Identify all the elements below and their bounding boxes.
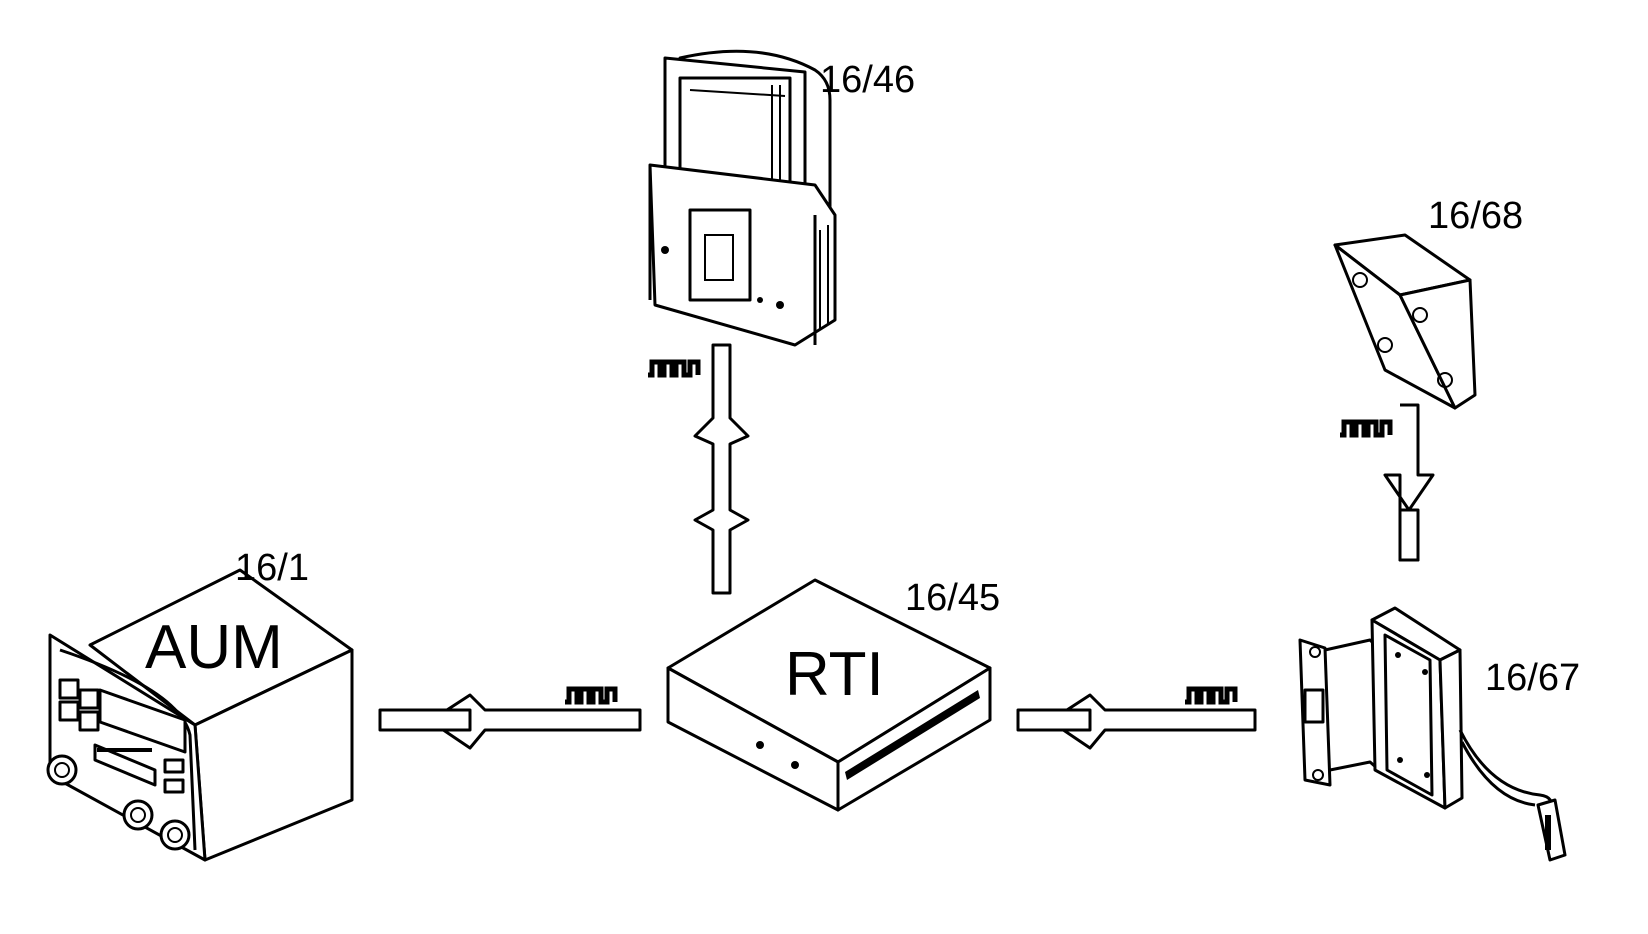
rti-ref-label: 16/45: [905, 577, 1000, 619]
square-wave-signal-icon: [565, 686, 618, 705]
sensor-unit: [1333, 233, 1477, 410]
sensor-ref-label: 16/68: [1428, 195, 1523, 237]
rti-unit: [666, 578, 992, 812]
display-ref-label: 16/46: [820, 59, 915, 101]
square-wave-signal-icon: [1185, 686, 1238, 705]
square-wave-signal-icon: [1340, 419, 1393, 438]
rti-aum-arrow: [428, 693, 642, 750]
display-rti-arrow: [693, 343, 750, 595]
aum-name-label: AUM: [145, 613, 283, 682]
gyro-rti-arrow: [1048, 693, 1257, 750]
rti-name-label: RTI: [785, 640, 884, 709]
square-wave-signal-icon: [648, 359, 701, 378]
aum-unit: [46, 568, 354, 862]
aum-ref-label: 16/1: [235, 547, 309, 589]
gyro-unit: [1298, 606, 1567, 862]
display-unit: [648, 49, 837, 347]
gyro-ref-label: 16/67: [1485, 657, 1580, 699]
